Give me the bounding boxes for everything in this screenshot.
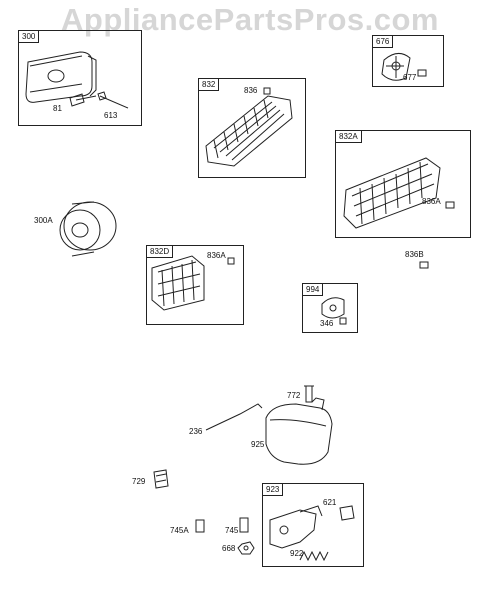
- screw-745A-icon: [195, 519, 205, 533]
- part-label-836: 836: [244, 86, 258, 95]
- part-label-236: 236: [189, 427, 203, 436]
- part-label-729: 729: [132, 477, 146, 486]
- part-label-668: 668: [222, 544, 236, 553]
- muffler-guard-832A-icon: [343, 157, 441, 229]
- part-label-836A-2: 836A: [207, 251, 226, 260]
- box-832D: 832D: [146, 245, 244, 325]
- deflector-994-icon: [321, 297, 345, 319]
- stud-613-icon: [97, 91, 129, 109]
- part-label-922: 922: [290, 549, 304, 558]
- box-label-994: 994: [303, 284, 324, 296]
- box-label-832D: 832D: [147, 246, 174, 258]
- screw-836-icon: [263, 87, 271, 95]
- box-label-676: 676: [373, 36, 394, 48]
- part-label-925: 925: [251, 440, 265, 449]
- box-676: 676: [372, 35, 444, 87]
- box-300: 300: [18, 30, 142, 126]
- link-236-icon: [205, 403, 263, 431]
- muffler-300-icon: [25, 51, 97, 103]
- part-label-836A: 836A: [422, 197, 441, 206]
- fuel-tank-925-icon: [265, 397, 333, 465]
- box-label-832: 832: [199, 79, 220, 91]
- screw-745-icon: [239, 517, 249, 533]
- screw-772-icon: [304, 385, 314, 403]
- muffler-300A-icon: [59, 201, 117, 257]
- part-729-icon: [153, 469, 169, 489]
- bolt-81-icon: [69, 93, 97, 107]
- part-label-677: 677: [403, 73, 417, 82]
- part-label-81: 81: [53, 104, 62, 113]
- muffler-guard-832-icon: [205, 95, 293, 167]
- screw-836B-icon: [419, 261, 429, 269]
- part-label-613: 613: [104, 111, 118, 120]
- screw-836A-icon: [445, 201, 455, 209]
- box-832: 832: [198, 78, 306, 178]
- screw-677-icon: [417, 69, 427, 77]
- part-label-621: 621: [323, 498, 337, 507]
- box-label-923: 923: [263, 484, 284, 496]
- part-label-745A: 745A: [170, 526, 189, 535]
- watermark: AppliancePartsPros.com: [61, 2, 439, 37]
- muffler-guard-832D-icon: [151, 255, 205, 311]
- control-bracket-923-icon: [269, 505, 323, 549]
- box-label-832A: 832A: [336, 131, 362, 143]
- box-923: 923: [262, 483, 364, 567]
- part-label-836B: 836B: [405, 250, 424, 259]
- nut-668-icon: [237, 541, 255, 555]
- part-label-772: 772: [287, 391, 301, 400]
- spark-arrester-676-icon: [381, 53, 411, 81]
- part-label-346: 346: [320, 319, 334, 328]
- clip-621-icon: [339, 505, 355, 521]
- screw-346-icon: [339, 317, 347, 325]
- spring-922-icon: [299, 550, 329, 562]
- part-label-745: 745: [225, 526, 239, 535]
- screw-836A-2-icon: [227, 257, 235, 265]
- box-994: 994: [302, 283, 358, 333]
- box-label-300: 300: [19, 31, 40, 43]
- box-832A: 832A: [335, 130, 471, 238]
- part-label-300A: 300A: [34, 216, 53, 225]
